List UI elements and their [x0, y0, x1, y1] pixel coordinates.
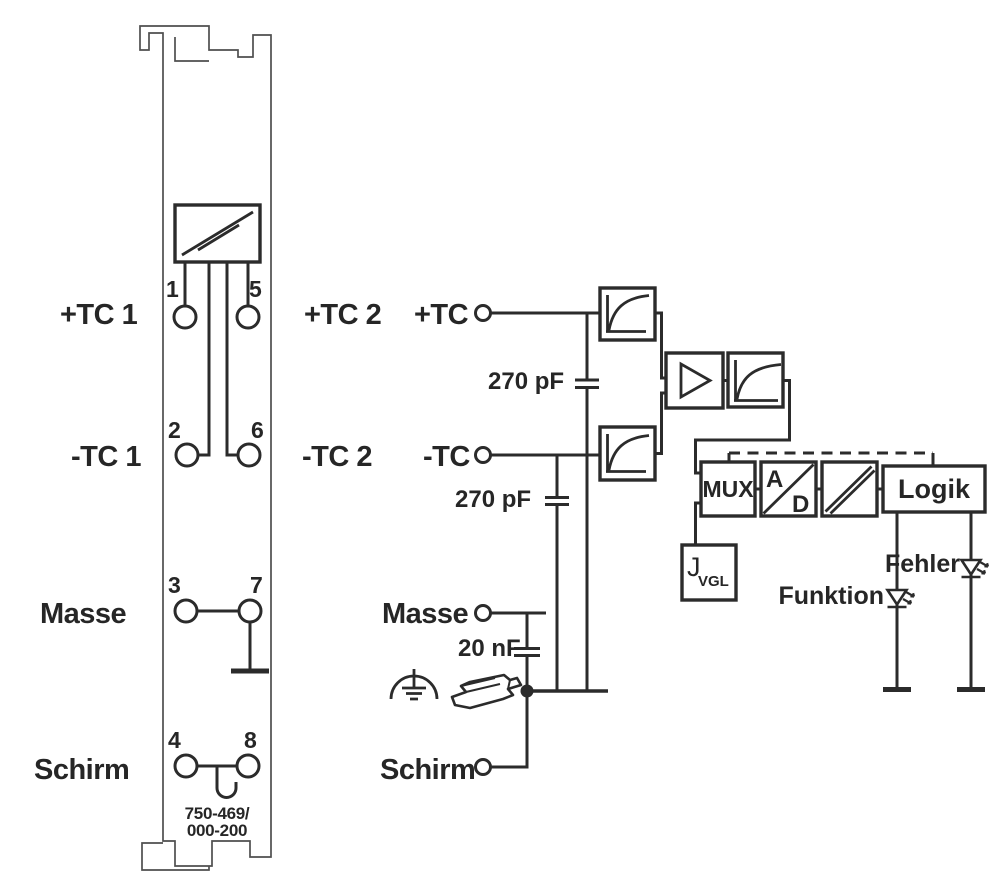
logik-box — [881, 464, 987, 514]
input-terminal-schirm — [474, 758, 492, 776]
din-rail-3d-icon — [450, 673, 523, 710]
terminal-3-number: 3 — [168, 572, 181, 598]
label-masse-left: Masse — [40, 598, 127, 630]
control-line-ticks — [727, 453, 935, 466]
terminal-4-number: 4 — [168, 727, 181, 753]
galvanic-isolation-icon — [824, 465, 876, 515]
wire-mux-to-jvgl — [694, 501, 701, 545]
label-tc-minus: -TC — [423, 441, 470, 473]
wire-schirm — [490, 691, 529, 769]
module-top-notch — [174, 37, 209, 62]
logik-label: Logik — [898, 474, 971, 504]
adc-d-label: D — [792, 491, 809, 518]
cap-tc-minus-plates — [545, 496, 569, 506]
led-light-arrow — [901, 597, 913, 605]
led-diode-icon — [959, 558, 983, 577]
jvgl-subscript-label: VGL — [698, 573, 729, 590]
filter-response-curve-icon — [734, 360, 782, 402]
terminal-7-number: 7 — [250, 572, 263, 598]
led-funktion — [885, 588, 916, 609]
galvanic-isolation-icon — [181, 210, 254, 257]
led-light-arrow — [978, 560, 990, 568]
isolation-block — [820, 460, 879, 518]
terminal-2-number: 2 — [168, 417, 181, 443]
logik-block: Logik — [881, 464, 987, 514]
label-tc1-plus: +TC 1 — [60, 299, 138, 331]
terminal-5-number: 5 — [249, 276, 262, 302]
led-diode-icon — [885, 588, 909, 607]
input-terminal-masse — [474, 604, 492, 622]
mux-block: MUX — [699, 460, 757, 518]
led-light-arrow — [975, 567, 987, 575]
jvgl-j-label: J — [687, 552, 701, 582]
module-part-number-line1: 750-469/ — [185, 804, 250, 823]
input-terminal-tc-plus — [474, 304, 492, 322]
junction-dot — [520, 684, 534, 698]
module-part-number-line2: 000-200 — [187, 821, 247, 840]
label-fehler: Fehler — [885, 550, 960, 578]
terminal-4-circle — [173, 753, 199, 779]
cap-tc-plus-label: 270 pF — [488, 368, 564, 395]
cap-tc-minus-label: 270 pF — [455, 486, 531, 513]
mux-box — [699, 460, 757, 518]
filter-response-curve-icon — [606, 434, 650, 473]
terminal-5-circle — [235, 304, 261, 330]
terminal-7-circle — [237, 598, 263, 624]
label-tc2-minus: -TC 2 — [302, 441, 372, 473]
adc-a-label: A — [766, 466, 783, 493]
module-terminals — [172, 304, 263, 779]
filter-block-output — [726, 351, 785, 409]
label-funktion: Funktion — [778, 582, 884, 610]
terminal-8-circle — [235, 753, 261, 779]
cap-masse-label: 20 nF — [458, 635, 521, 662]
terminal-3-circle — [173, 598, 199, 624]
din-rail-ridges — [460, 677, 511, 693]
wire-tc-minus — [490, 453, 600, 691]
terminal-8-number: 8 — [244, 727, 257, 753]
label-schirm-schematic: Schirm — [380, 754, 475, 786]
terminal-2-circle — [174, 442, 200, 468]
led-fehler — [959, 558, 990, 579]
label-tc-plus: +TC — [414, 299, 469, 331]
module-internal-wiring — [183, 262, 252, 768]
module-bottom-foot — [141, 842, 210, 871]
earth-hatch-lines — [402, 686, 426, 701]
amplifier-box — [664, 351, 725, 410]
wire-tc-plus — [490, 311, 600, 691]
filter-block-tc-minus — [598, 425, 657, 482]
adc-diagonal — [762, 463, 815, 515]
adc-block: A D — [759, 460, 818, 518]
amplifier-triangle-icon — [679, 361, 713, 400]
amplifier-block — [664, 351, 725, 410]
led-light-arrow — [904, 590, 916, 598]
label-masse-schematic: Masse — [382, 598, 469, 630]
jvgl-box — [680, 543, 738, 602]
label-tc1-minus: -TC 1 — [71, 441, 141, 473]
filter-response-curve-icon — [606, 294, 650, 333]
filter-block-tc-plus — [598, 286, 657, 342]
terminal-6-circle — [236, 442, 262, 468]
wire-filters-to-amplifier — [655, 311, 728, 455]
label-tc2-plus: +TC 2 — [304, 299, 381, 331]
terminal-1-circle — [172, 304, 198, 330]
shield-hook — [215, 766, 238, 799]
module-outline — [139, 25, 272, 867]
cap-masse-plates — [514, 647, 540, 657]
module-silhouette — [139, 25, 272, 871]
mux-label: MUX — [702, 476, 754, 502]
jvgl-block: J VGL — [680, 543, 738, 602]
terminal-1-number: 1 — [166, 276, 179, 302]
functional-earth-icon — [389, 669, 439, 701]
cap-tc-plus-plates — [575, 378, 599, 389]
module-isolation-block — [173, 203, 262, 264]
wire-filter-to-mux — [694, 379, 791, 475]
input-terminal-tc-minus — [474, 446, 492, 464]
label-schirm-left: Schirm — [34, 754, 129, 786]
terminal-6-number: 6 — [251, 417, 264, 443]
